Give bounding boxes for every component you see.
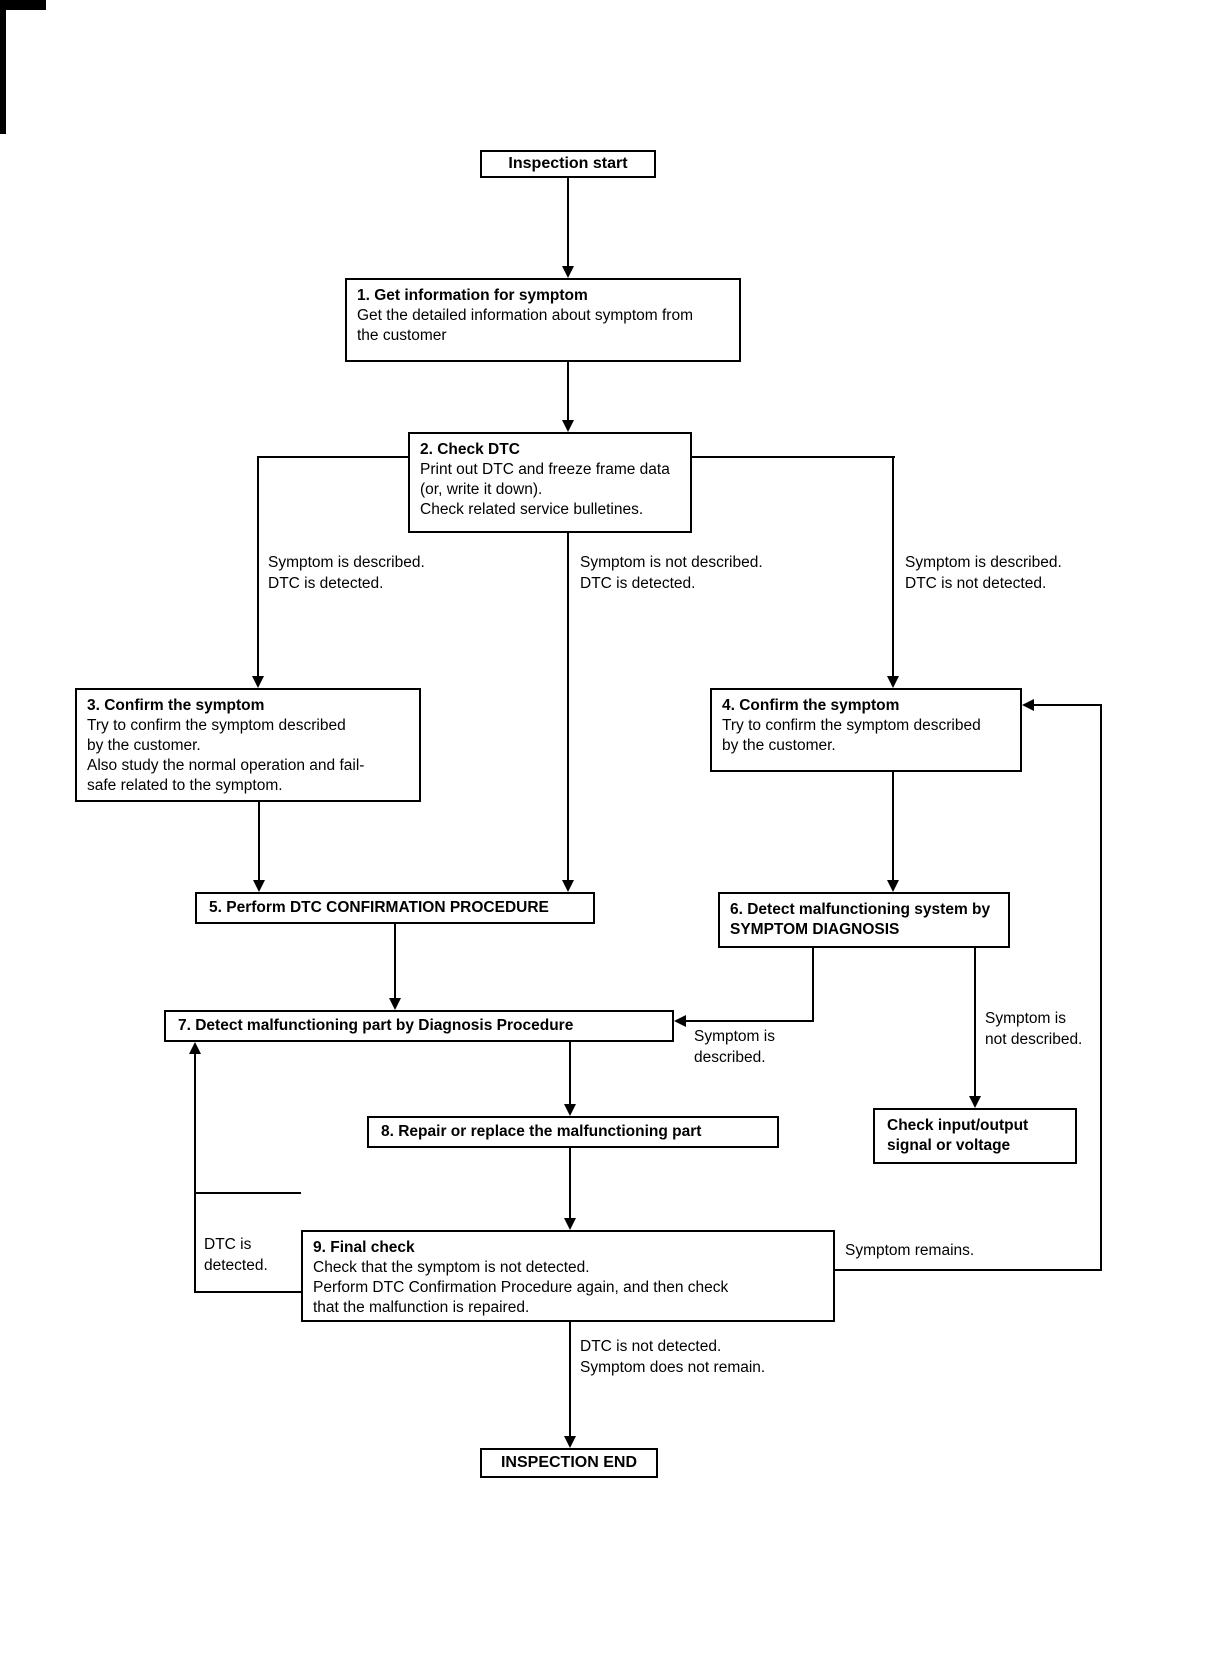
node-4-title: 4. Confirm the symptom [722, 697, 900, 714]
node-2-title: 2. Check DTC [420, 441, 520, 458]
node-6-detect-system: 6. Detect malfunctioning system by SYMPT… [718, 892, 1010, 948]
label-branch-mid: Symptom is not described. DTC is detecte… [580, 552, 763, 594]
node-5-dtc-confirmation: 5. Perform DTC CONFIRMATION PROCEDURE [195, 892, 595, 924]
edge-2-to-3 [257, 456, 259, 676]
scan-artifact-top [0, 0, 46, 10]
label-line: DTC is detected. [268, 575, 384, 592]
edge-2-to-4 [892, 456, 894, 676]
node-check-io-title: Check input/output [887, 1117, 1029, 1134]
arrowhead-into-3-icon [252, 676, 264, 688]
label-line: DTC is [204, 1236, 252, 1253]
node-6-title: 6. Detect malfunctioning system by [730, 901, 991, 918]
edge-4-to-6 [892, 772, 894, 880]
arrowhead-into-7-icon [389, 998, 401, 1010]
arrowhead-into-5-mid-icon [562, 880, 574, 892]
label-line: Symptom is not described. [580, 554, 763, 571]
edge-7-to-8 [569, 1042, 571, 1104]
arrowhead-into-6-icon [887, 880, 899, 892]
node-check-io: Check input/output signal or voltage [873, 1108, 1077, 1164]
node-2-body-line: (or, write it down). [420, 481, 543, 498]
edge-5-to-7 [394, 924, 396, 998]
label-line: detected. [204, 1257, 268, 1274]
label-line: Symptom is [694, 1028, 775, 1045]
edge-6-to-7-horizontal [686, 1020, 814, 1022]
arrowhead-into-4-right-icon [1022, 699, 1034, 711]
node-9-title: 9. Final check [313, 1239, 415, 1256]
edge-2-to-5 [567, 533, 569, 880]
edge-2-right-branch [692, 456, 895, 458]
node-inspection-start: Inspection start [480, 150, 656, 178]
node-1-body-line: Get the detailed information about sympt… [357, 307, 693, 324]
edge-6-to-checkio [974, 948, 976, 1096]
label-dtc-detected: DTC is detected. [204, 1234, 268, 1276]
arrowhead-into-checkio-icon [969, 1096, 981, 1108]
arrowhead-into-2-icon [562, 420, 574, 432]
arrowhead-into-4-icon [887, 676, 899, 688]
node-1-title: 1. Get information for symptom [357, 287, 588, 304]
node-3-body-line: safe related to the symptom. [87, 777, 283, 794]
node-9-body-line: that the malfunction is repaired. [313, 1299, 530, 1316]
arrowhead-into-9-icon [564, 1218, 576, 1230]
node-3-body-line: Also study the normal operation and fail… [87, 757, 365, 774]
edge-9-to-7-vertical [194, 1054, 196, 1293]
label-line: Symptom is described. [268, 554, 425, 571]
scan-artifact-left [0, 0, 6, 134]
edge-9-to-7-top [194, 1192, 301, 1194]
label-symptom-not-described: Symptom is not described. [985, 1008, 1082, 1050]
edge-start-to-1 [567, 178, 569, 266]
node-7-title: 7. Detect malfunctioning part by Diagnos… [178, 1017, 574, 1034]
edge-1-to-2 [567, 362, 569, 420]
edge-9-to-7-bottom [194, 1291, 301, 1293]
arrowhead-into-5-left-icon [253, 880, 265, 892]
node-9-body-line: Perform DTC Confirmation Procedure again… [313, 1279, 729, 1296]
arrowhead-into-7-right-icon [674, 1015, 686, 1027]
node-9-final-check: 9. Final check Check that the symptom is… [301, 1230, 835, 1322]
edge-9-to-4-vertical [1100, 704, 1102, 1271]
label-line: described. [694, 1049, 766, 1066]
node-8-title: 8. Repair or replace the malfunctioning … [381, 1123, 702, 1140]
edge-9-to-end [569, 1322, 571, 1436]
label-branch-right: Symptom is described. DTC is not detecte… [905, 552, 1062, 594]
arrowhead-into-1-icon [562, 266, 574, 278]
label-symptom-described: Symptom is described. [694, 1026, 775, 1068]
node-3-body-line: Try to confirm the symptom described [87, 717, 346, 734]
label-line: Symptom is described. [905, 554, 1062, 571]
label-symptom-remains: Symptom remains. [845, 1242, 975, 1259]
node-3-confirm-symptom: 3. Confirm the symptom Try to confirm th… [75, 688, 421, 802]
node-2-check-dtc: 2. Check DTC Print out DTC and freeze fr… [408, 432, 692, 533]
edge-6-to-7-vertical [812, 948, 814, 1022]
edge-9-to-4-bottom [835, 1269, 1102, 1271]
label-line: Symptom is [985, 1010, 1066, 1027]
edge-8-to-9 [569, 1148, 571, 1218]
node-9-body-line: Check that the symptom is not detected. [313, 1259, 590, 1276]
edge-3-to-5 [258, 802, 260, 880]
node-check-io-title2: signal or voltage [887, 1137, 1011, 1154]
label-line: Symptom does not remain. [580, 1359, 766, 1376]
arrowhead-into-8-icon [564, 1104, 576, 1116]
label-line: DTC is not detected. [905, 575, 1047, 592]
label-line: DTC is detected. [580, 575, 696, 592]
arrowhead-into-7-bottom-icon [189, 1042, 201, 1054]
node-2-body-line: Check related service bulletines. [420, 501, 644, 518]
edge-9-to-4-top [1034, 704, 1102, 706]
node-2-body-line: Print out DTC and freeze frame data [420, 461, 670, 478]
edge-2-left-branch [257, 456, 408, 458]
node-4-confirm-symptom: 4. Confirm the symptom Try to confirm th… [710, 688, 1022, 772]
node-8-repair-replace: 8. Repair or replace the malfunctioning … [367, 1116, 779, 1148]
node-5-title: 5. Perform DTC CONFIRMATION PROCEDURE [209, 899, 549, 916]
arrowhead-into-end-icon [564, 1436, 576, 1448]
node-4-body-line: Try to confirm the symptom described [722, 717, 981, 734]
label-branch-left: Symptom is described. DTC is detected. [268, 552, 425, 594]
node-inspection-end: INSPECTION END [480, 1448, 658, 1478]
node-6-title2: SYMPTOM DIAGNOSIS [730, 921, 900, 938]
label-line: not described. [985, 1031, 1083, 1048]
label-line: DTC is not detected. [580, 1338, 722, 1355]
node-3-title: 3. Confirm the symptom [87, 697, 265, 714]
node-3-body-line: by the customer. [87, 737, 201, 754]
node-4-body-line: by the customer. [722, 737, 836, 754]
node-1-get-information: 1. Get information for symptom Get the d… [345, 278, 741, 362]
label-dtc-not-detected: DTC is not detected. Symptom does not re… [580, 1336, 765, 1378]
node-1-body-line: the customer [357, 327, 447, 344]
node-7-detect-part: 7. Detect malfunctioning part by Diagnos… [164, 1010, 674, 1042]
